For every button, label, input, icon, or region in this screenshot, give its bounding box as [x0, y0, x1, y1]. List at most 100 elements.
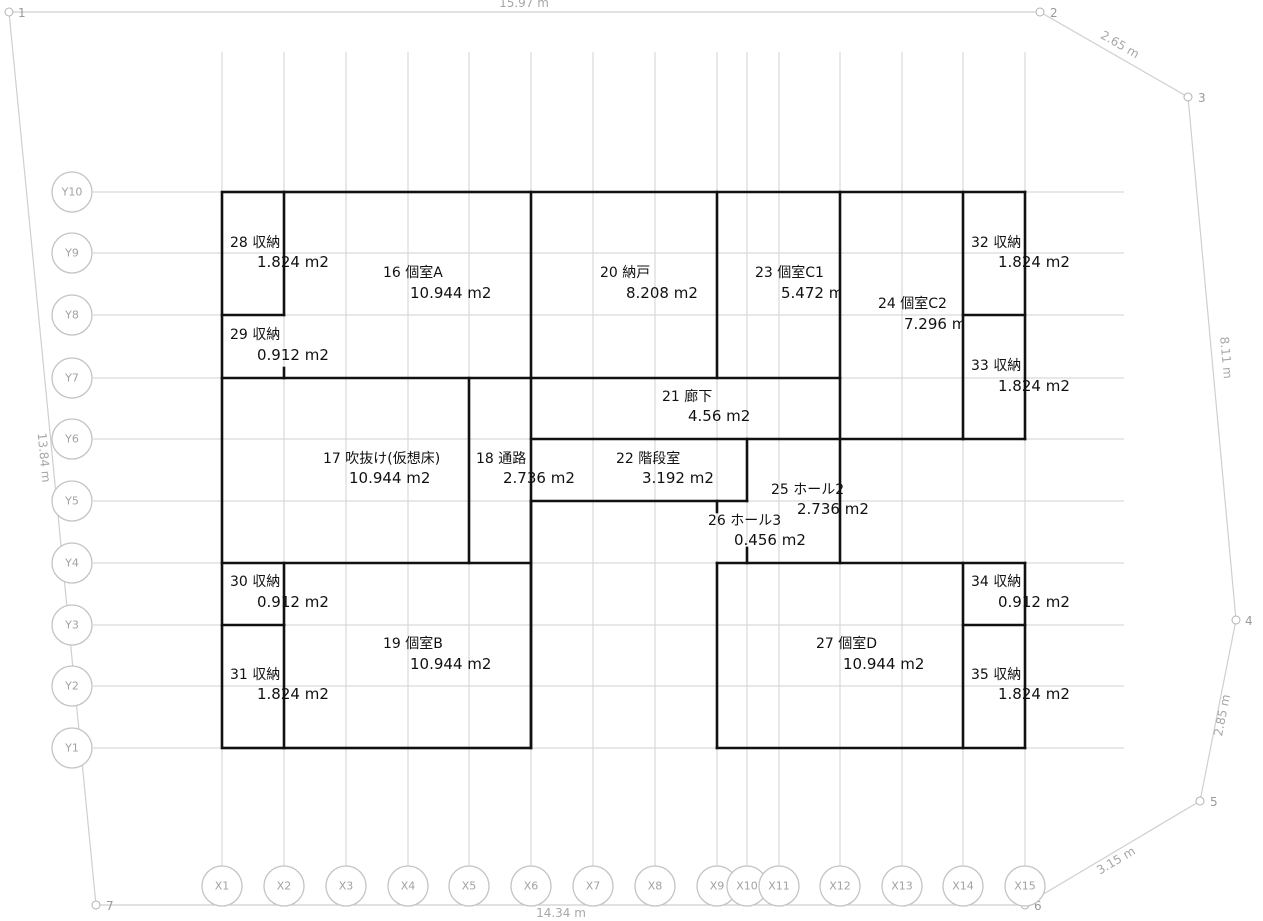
grid-axis-label: Y2 — [64, 680, 79, 693]
site-point-label: 3 — [1198, 91, 1206, 105]
room-area: 5.472 m2 — [781, 284, 853, 302]
room-30: 30 収納 0.912 m2 — [230, 574, 329, 611]
grid-bubble-circle — [51, 357, 93, 399]
grid-axis-label: X14 — [952, 880, 974, 893]
room-name: 19 個室B — [383, 635, 443, 652]
grid-bubble-circle — [1004, 865, 1046, 907]
room-name: 23 個室C1 — [755, 264, 824, 281]
grid-axis-label: Y7 — [64, 372, 79, 385]
room-area: 2.736 m2 — [797, 500, 869, 518]
site-point-label: 6 — [1034, 899, 1042, 913]
room-name: 17 吹抜け(仮想床) — [323, 451, 440, 467]
room-name: 32 収納 — [971, 235, 1021, 251]
grid-axis-label: Y4 — [64, 557, 79, 570]
site-points: 1 2 3 4 5 6 7 — [4, 6, 1253, 913]
grid-axis-label: X5 — [462, 880, 477, 893]
room-31: 31 収納 1.824 m2 — [230, 667, 329, 703]
grid-bubble-y8: Y8 — [51, 294, 93, 336]
grid-bubble-circle — [758, 865, 800, 907]
room-area: 0.456 m2 — [734, 531, 806, 549]
grid-bubble-circle — [819, 865, 861, 907]
grid-bubble-x15: X15 — [1004, 865, 1046, 907]
site-point-label: 5 — [1210, 795, 1218, 809]
grid-bubble-circle — [572, 865, 614, 907]
site-point-label: 2 — [1050, 6, 1058, 20]
room-23: 23 個室C1 5.472 m2 — [755, 264, 853, 302]
grid-bubble-circle — [510, 865, 552, 907]
grid-axis-label: Y10 — [61, 186, 83, 199]
room-area: 0.912 m2 — [257, 593, 329, 611]
grid-bubble-x6: X6 — [510, 865, 552, 907]
room-name: 25 ホール2 — [771, 482, 844, 498]
room-35: 35 収納 1.824 m2 — [971, 667, 1070, 703]
room-area: 1.824 m2 — [998, 685, 1070, 703]
grid-axis-label: Y6 — [64, 433, 79, 446]
room-name: 22 階段室 — [616, 450, 680, 467]
grid-axis-label: Y9 — [64, 247, 79, 260]
grid-bubble-circle — [51, 418, 93, 460]
grid-axis-label: X9 — [710, 880, 725, 893]
room-name: 30 収納 — [230, 574, 280, 590]
grid-bubble-x12: X12 — [819, 865, 861, 907]
room-24: 24 個室C2 7.296 m2 — [878, 295, 976, 333]
grid-bubble-circle — [51, 294, 93, 336]
grid-bubble-y5: Y5 — [51, 480, 93, 522]
room-name: 21 廊下 — [662, 388, 712, 405]
grid-bubble-y7: Y7 — [51, 357, 93, 399]
room-29: 29 収納 0.912 m2 — [230, 327, 329, 364]
grid-bubble-x3: X3 — [325, 865, 367, 907]
grid-axis-label: X12 — [829, 880, 851, 893]
grid-bubble-circle — [51, 171, 93, 213]
grid-bubble-x13: X13 — [881, 865, 923, 907]
dimension-label: 2.65 m — [1098, 28, 1142, 61]
room-name: 27 個室D — [816, 635, 877, 652]
grid-axis-label: X1 — [215, 880, 230, 893]
grid-axis-label: X3 — [339, 880, 354, 893]
site-point-label: 7 — [106, 899, 114, 913]
grid-bubble-x10: X10 — [726, 865, 768, 907]
room-19: 19 個室B 10.944 m2 — [383, 635, 491, 673]
room-area: 1.824 m2 — [998, 253, 1070, 271]
room-32: 32 収納 1.824 m2 — [971, 235, 1070, 271]
room-area: 1.824 m2 — [998, 377, 1070, 395]
room-16: 16 個室A 10.944 m2 — [383, 264, 491, 302]
wall-block-west — [220, 190, 533, 750]
grid-bubble-x9: X9 — [696, 865, 738, 907]
dimension-label: 15.97 m — [499, 0, 549, 10]
room-name: 16 個室A — [383, 264, 443, 281]
grid-bubble-circle — [325, 865, 367, 907]
grid-axis-label: X15 — [1014, 880, 1036, 893]
grid-bubble-circle — [881, 865, 923, 907]
grid-bubble-x14: X14 — [942, 865, 984, 907]
room-34: 34 収納 0.912 m2 — [971, 574, 1070, 611]
grid-bubble-circle — [263, 865, 305, 907]
room-area: 7.296 m2 — [904, 315, 976, 333]
site-point-label: 1 — [18, 6, 26, 20]
grid-bubble-circle — [634, 865, 676, 907]
grid-axis-label: X2 — [277, 880, 292, 893]
room-area: 10.944 m2 — [349, 469, 430, 487]
grid-bubble-circle — [201, 865, 243, 907]
room-22: 22 階段室 3.192 m2 — [616, 450, 714, 487]
grid-bubble-x2: X2 — [263, 865, 305, 907]
room-name: 33 収納 — [971, 358, 1021, 374]
room-name: 35 収納 — [971, 667, 1021, 683]
grid-lines — [93, 52, 1124, 866]
grid-axis-label: X13 — [891, 880, 913, 893]
grid-bubble-y3: Y3 — [51, 604, 93, 646]
room-area: 0.912 m2 — [257, 346, 329, 364]
room-area: 3.192 m2 — [642, 469, 714, 487]
room-area: 0.912 m2 — [998, 593, 1070, 611]
grid-bubble-x5: X5 — [448, 865, 490, 907]
grid-bubble-x11: X11 — [758, 865, 800, 907]
grid-axis-label: Y8 — [64, 309, 79, 322]
dimension-label: 14.34 m — [536, 906, 586, 920]
grid-bubble-x4: X4 — [387, 865, 429, 907]
site-point-label: 4 — [1245, 614, 1253, 628]
grid-bubble-y10: Y10 — [51, 171, 93, 213]
grid-bubble-circle — [51, 542, 93, 584]
dimension-label: 3.15 m — [1094, 844, 1137, 878]
room-26: 26 ホール3 0.456 m2 — [708, 513, 806, 549]
